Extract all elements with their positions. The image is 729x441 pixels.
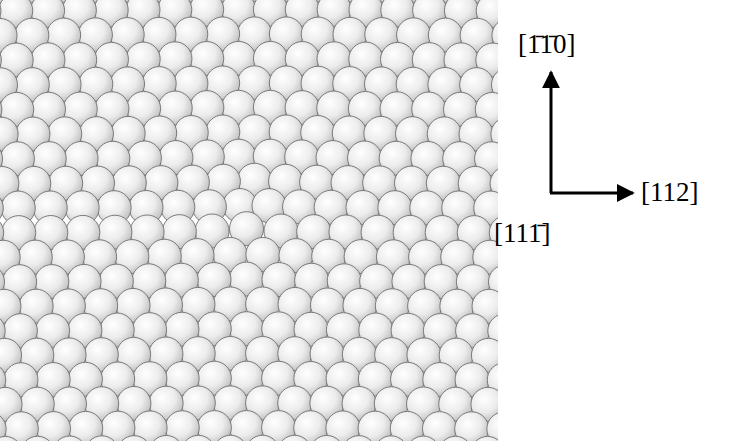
atom-sphere bbox=[213, 435, 247, 441]
atom-sphere bbox=[117, 436, 151, 441]
axis-arrow bbox=[550, 192, 633, 195]
atom-sphere bbox=[149, 435, 183, 441]
atom-sphere bbox=[246, 435, 280, 441]
axis-arrow bbox=[550, 72, 553, 193]
axis-label: [1̄1̄0] bbox=[518, 28, 575, 60]
atom-sphere bbox=[342, 436, 376, 441]
atom-sphere bbox=[21, 436, 55, 441]
atom-sphere bbox=[374, 436, 408, 441]
atom-sphere bbox=[181, 435, 215, 441]
atom-sphere bbox=[438, 436, 472, 441]
atom-sphere bbox=[471, 436, 498, 441]
atom-sphere bbox=[310, 435, 344, 441]
axis-label: [112] bbox=[641, 176, 698, 208]
atom-sphere bbox=[0, 191, 3, 225]
atom-sphere bbox=[278, 435, 312, 441]
atom-sphere bbox=[85, 436, 119, 441]
atom-sphere bbox=[0, 436, 22, 441]
axis-label: [111̄] bbox=[494, 217, 550, 249]
atom-sphere bbox=[406, 436, 440, 441]
atom-sphere bbox=[53, 436, 87, 441]
